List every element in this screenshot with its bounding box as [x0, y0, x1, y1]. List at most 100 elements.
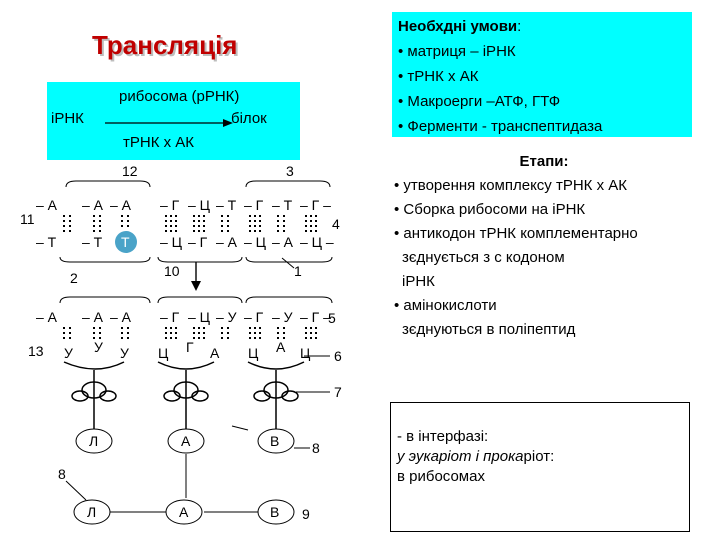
- dna-bottom-nucleotide: – Ц: [244, 234, 267, 250]
- condition-item: • матриця – іРНК: [398, 43, 516, 60]
- dna-bottom-nucleotide: – Ц –: [300, 234, 334, 250]
- translation-scheme-box: рибосома (рРНК) іРНК білок тРНК х АК: [47, 82, 300, 160]
- anticodon-nucleotide: У: [120, 345, 129, 361]
- amino-acid-letter: Л: [89, 433, 98, 449]
- trna-ak-label: тРНК х АК: [123, 134, 195, 151]
- note-line-1: - в інтерфазі:: [397, 428, 489, 445]
- stage-item: • антикодон тРНК комплементарно: [394, 225, 638, 242]
- label-number: 4: [332, 216, 340, 232]
- amino-acid-circle: [165, 499, 203, 525]
- mrna-nucleotide: – Г –: [300, 309, 331, 325]
- anticodon-nucleotide: Ц: [300, 345, 311, 361]
- label-number: 8: [58, 466, 66, 482]
- amino-acid-letter: В: [270, 504, 279, 520]
- stages-list: Етапи: • утворення комплексу тРНК х АК •…: [394, 150, 694, 342]
- amino-acid-circle: [75, 428, 113, 454]
- dna-top-nucleotide: – А: [110, 197, 132, 213]
- brace: [157, 256, 243, 263]
- brace: [245, 296, 333, 304]
- amino-acid-letter: Л: [87, 504, 96, 520]
- amino-acid-letter: А: [181, 433, 191, 449]
- dna-top-nucleotide: – Г –: [300, 197, 331, 213]
- dna-top-nucleotide: – А: [36, 197, 58, 213]
- scheme-arrow: [105, 119, 233, 127]
- dna-top-nucleotide: – Т: [272, 197, 293, 213]
- dna-bottom-nucleotide: – Ц: [160, 234, 183, 250]
- condition-item: • Макроерги –АТФ, ГТФ: [398, 93, 561, 110]
- anticodon-nucleotide: У: [94, 339, 103, 355]
- label-number: 13: [28, 343, 44, 359]
- label-number: 8: [312, 440, 320, 456]
- label-number: 1: [294, 263, 302, 279]
- brace: [245, 256, 333, 263]
- mrna-nucleotide: – У: [272, 309, 293, 325]
- condition-item: • Ферменти - транспептидаза: [398, 118, 603, 135]
- stage-item: зєднуються в поліпептид: [402, 321, 576, 338]
- brace: [59, 256, 151, 263]
- hydrogen-bonds: [63, 215, 317, 234]
- mrna-nucleotide: – А: [110, 309, 132, 325]
- dna-top-nucleotide: – Г: [244, 197, 264, 213]
- anticodon-nucleotide: Г: [186, 339, 194, 355]
- dna-top-nucleotide: – А: [82, 197, 104, 213]
- mrna-nucleotide: – Г: [160, 309, 180, 325]
- translation-diagram: – А – А – А – Г – Ц – Т – Г – Т – Г – – …: [20, 163, 342, 525]
- brace: [157, 296, 243, 304]
- conditions-box: Необхдні умови: • матриця – іРНК • тРНК …: [392, 12, 692, 137]
- mrna-nucleotide: – А: [36, 309, 58, 325]
- trna-shapes: [63, 361, 305, 430]
- stage-item: • амінокислоти: [394, 297, 497, 314]
- dna-bottom-nucleotide: – Г: [188, 234, 208, 250]
- brace: [65, 180, 151, 188]
- anticodon-nucleotide: У: [64, 345, 73, 361]
- label-number: 9: [302, 506, 310, 522]
- label-pointer: [65, 480, 87, 501]
- anticodon-nucleotide: А: [210, 345, 220, 361]
- amino-acid-letter: А: [179, 504, 189, 520]
- mrna-nucleotide: – А: [82, 309, 104, 325]
- stage-item: іРНК: [402, 273, 435, 290]
- label-number: 11: [20, 211, 35, 227]
- label-number: 5: [328, 310, 336, 326]
- amino-acid-circle: [73, 499, 111, 525]
- dna-top-nucleotide: – Ц: [188, 197, 211, 213]
- mrna-nucleotide: – У: [216, 309, 237, 325]
- page-title: Трансляція: [92, 30, 238, 60]
- protein-label: білок: [231, 110, 267, 127]
- label-pointer: [231, 425, 249, 431]
- conditions-header: Необхдні умови: [398, 18, 518, 35]
- dna-bottom-nucleotide: – А: [272, 234, 294, 250]
- label-number: 7: [334, 384, 342, 400]
- label-number: 3: [286, 163, 294, 179]
- dna-bottom-nucleotide: – Т: [82, 234, 103, 250]
- amino-acid-circle: [257, 428, 295, 454]
- mrna-nucleotide: – Г: [244, 309, 264, 325]
- label-number: 12: [122, 163, 138, 179]
- label-number: 6: [334, 348, 342, 364]
- label-number: 2: [70, 270, 78, 286]
- amino-acid-circle: [167, 428, 205, 454]
- dna-bottom-nucleotide: – А: [216, 234, 238, 250]
- anticodon-nucleotide: Ц: [158, 345, 169, 361]
- dna-bottom-nucleotide: – Т: [36, 234, 57, 250]
- dna-bottom-nucleotide: Т: [121, 234, 130, 250]
- dna-top-nucleotide: – Т: [216, 197, 237, 213]
- irna-label: іРНК: [51, 110, 84, 127]
- note-line-2: у эукаріот і прокаріот:: [397, 448, 555, 465]
- amino-acid-letter: В: [270, 433, 279, 449]
- dna-top-nucleotide: – Г: [160, 197, 180, 213]
- amino-acid-circle: [257, 499, 295, 525]
- anticodon-nucleotide: Ц: [248, 345, 259, 361]
- t-circle-marker: [115, 231, 137, 253]
- stage-item: • Сборка рибосоми на іРНК: [394, 201, 586, 218]
- note-line-3: в рибосомах: [397, 468, 485, 485]
- stage-item: • утворення комплексу тРНК х АК: [394, 177, 627, 194]
- mrna-nucleotide: – Ц: [188, 309, 211, 325]
- location-note-box: - в інтерфазі: у эукаріот і прокаріот: в…: [390, 402, 690, 532]
- stages-header: Етапи:: [519, 153, 569, 170]
- arrow-head: [191, 281, 201, 291]
- condition-item: • тРНК х АК: [398, 68, 479, 85]
- stage-item: зєднується з с кодоном: [402, 249, 565, 266]
- brace: [59, 296, 151, 304]
- anticodon-nucleotide: А: [276, 339, 286, 355]
